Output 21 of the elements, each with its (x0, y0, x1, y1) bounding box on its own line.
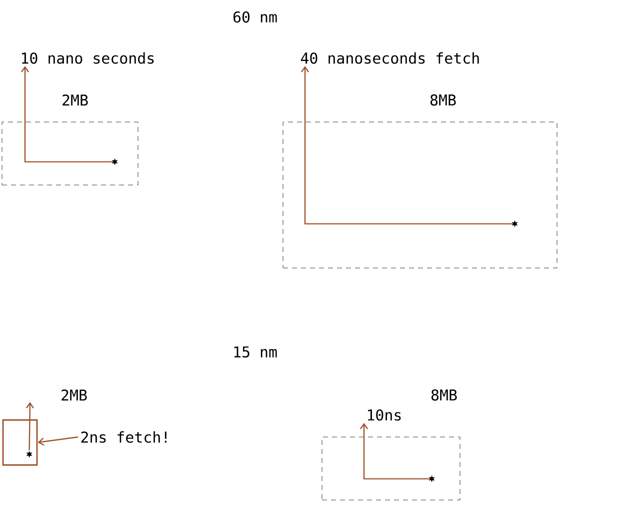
distance-label: 15 nm (234, 346, 277, 358)
star-marker (428, 475, 435, 482)
memory-box: 2MB (2, 94, 138, 186)
timing-text: 10ns (368, 409, 401, 421)
arrow (301, 66, 513, 224)
arrow (26, 402, 34, 450)
arrow (38, 436, 78, 446)
arrow (360, 422, 430, 480)
memory-box: 8MB (282, 94, 558, 268)
timing-text: 2ns fetch! (81, 431, 166, 443)
timing-text: 40 nanoseconds fetch (300, 52, 479, 64)
node-label: 2MB (62, 94, 88, 106)
distance-label: 60 nm (233, 11, 277, 23)
node-label: 2MB (62, 389, 87, 401)
star-marker (512, 220, 518, 228)
node-label: 8MB (430, 94, 456, 106)
arrow (21, 66, 113, 162)
star-marker (26, 450, 32, 458)
star-marker (112, 158, 118, 166)
timing-text: 10 nano seconds (22, 52, 154, 64)
node-label: 8MB (431, 389, 457, 401)
